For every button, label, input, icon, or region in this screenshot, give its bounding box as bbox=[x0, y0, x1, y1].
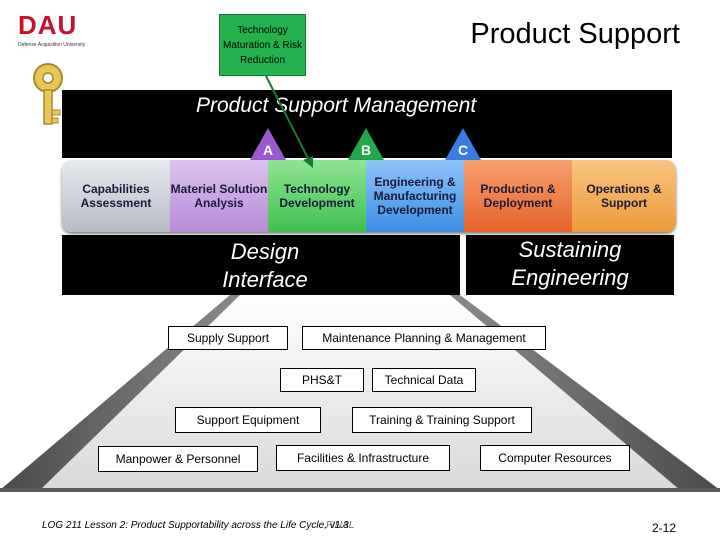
milestone-c-label: C bbox=[457, 142, 469, 158]
phase-technology-development: Technology Development bbox=[268, 160, 366, 232]
page-number: 2-12 bbox=[652, 521, 677, 535]
milestone-c-marker bbox=[445, 128, 481, 160]
phase-capabilities-assessment: Capabilities Assessment bbox=[62, 160, 170, 232]
ips-computer-resources: Computer Resources bbox=[480, 445, 630, 471]
phase-operations-support: Operations & Support bbox=[572, 160, 676, 232]
phase-materiel-solution-analysis: Materiel Solution Analysis bbox=[170, 160, 268, 232]
ips-facilities: Facilities & Infrastructure bbox=[276, 445, 450, 471]
milestone-b-label: B bbox=[360, 142, 372, 158]
logo-text: DAU bbox=[18, 10, 78, 40]
sustaining-engineering-box bbox=[466, 235, 674, 295]
psm-banner-text: Product Support Management bbox=[196, 94, 477, 117]
ips-manpower: Manpower & Personnel bbox=[98, 446, 258, 472]
ips-training: Training & Training Support bbox=[352, 407, 532, 433]
tmrr-label: Technology Maturation & Risk Reduction bbox=[223, 24, 302, 66]
milestone-a-marker bbox=[250, 128, 286, 160]
phase-production-deployment: Production & Deployment bbox=[464, 160, 572, 232]
ips-phst: PHS&T bbox=[280, 368, 364, 392]
ips-technical-data: Technical Data bbox=[372, 368, 476, 392]
phase-emd: Engineering & Manufacturing Development bbox=[366, 160, 464, 232]
sustaining-engineering-label: Sustaining Engineering bbox=[511, 237, 629, 290]
ips-support-equipment: Support Equipment bbox=[175, 407, 321, 433]
key-icon bbox=[33, 63, 63, 125]
ips-maintenance-planning: Maintenance Planning & Management bbox=[302, 326, 546, 350]
footer-text: LOG 211 Lesson 2: Product Supportability… bbox=[42, 520, 349, 531]
design-interface-label: Design Interface bbox=[222, 239, 308, 292]
footer-overlay: FINAL bbox=[326, 520, 355, 531]
milestone-b-marker bbox=[348, 128, 384, 160]
ips-supply-support: Supply Support bbox=[168, 326, 288, 350]
page-title: Product Support bbox=[470, 18, 680, 50]
acquisition-phase-bar: Capabilities Assessment Materiel Solutio… bbox=[62, 160, 676, 232]
design-interface-box bbox=[62, 235, 460, 295]
logo-subtitle: Defense Acquisition University bbox=[18, 42, 86, 48]
milestone-a-label: A bbox=[262, 142, 274, 158]
tmrr-box: Technology Maturation & Risk Reduction bbox=[219, 14, 306, 76]
